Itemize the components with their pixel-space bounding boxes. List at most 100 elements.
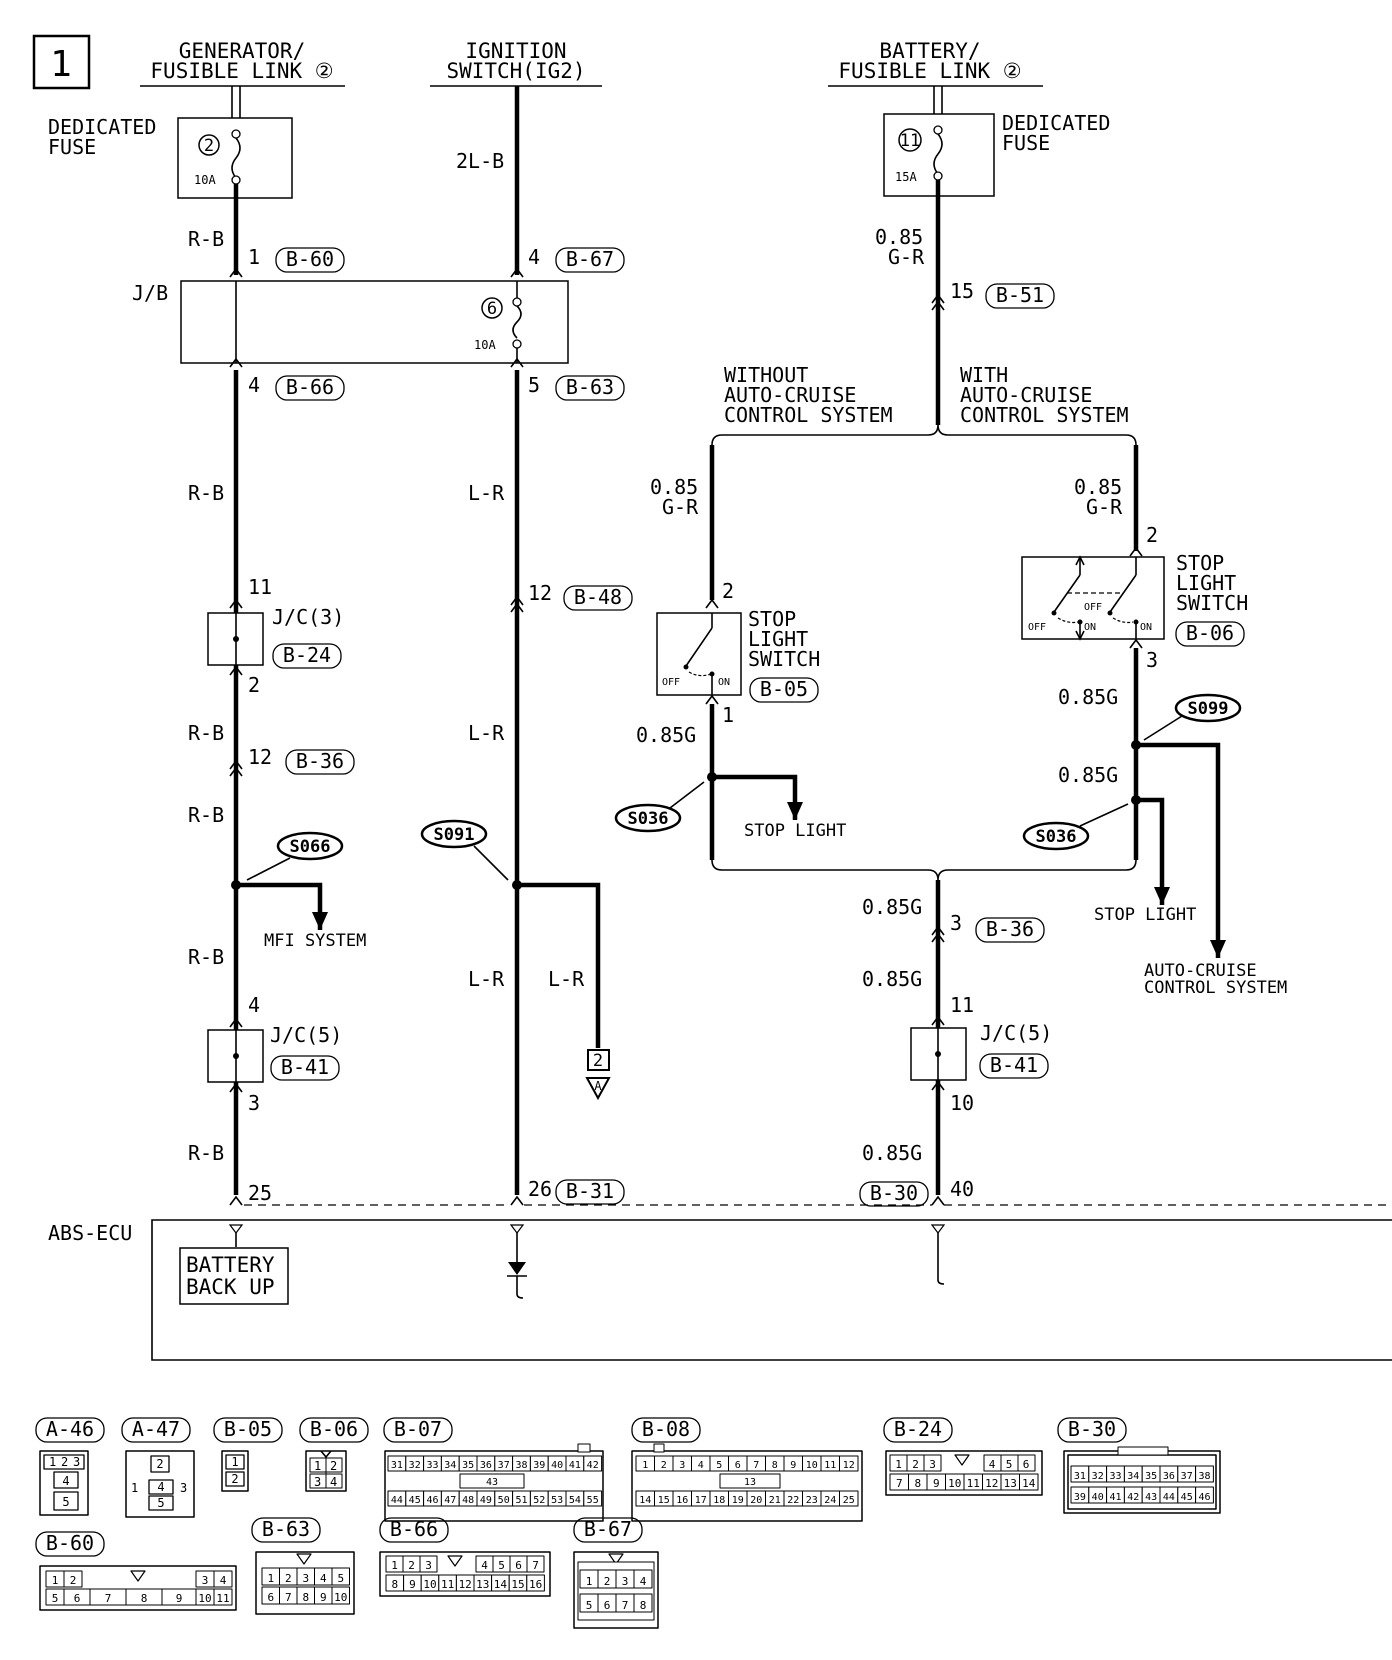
b24-pin-10: 10 [948, 1477, 961, 1490]
b63-pin-4: 4 [320, 1572, 327, 1585]
output-stop-light-1: STOP LIGHT [744, 821, 846, 841]
b07-pin-55: 55 [587, 1495, 599, 1506]
b30-pin-41: 41 [1109, 1492, 1121, 1503]
b24-pin-14: 14 [1022, 1477, 1036, 1490]
stop-light-switch-b05 [656, 612, 742, 696]
b08-pin-19: 19 [732, 1495, 744, 1506]
b63-pin-2: 2 [285, 1572, 292, 1585]
pin-40: 40 [950, 1177, 974, 1201]
pin-4-b67: 4 [528, 245, 540, 269]
b30-pin-43: 43 [1145, 1492, 1157, 1503]
face-a46-p3: 3 [73, 1455, 80, 1469]
source-generator: GENERATOR/ FUSIBLE LINK ② [140, 39, 345, 87]
face-a47-p1: 1 [131, 1481, 138, 1495]
b67-pin-6: 6 [604, 1599, 611, 1612]
face-a46-p4: 4 [62, 1474, 69, 1488]
connector-faces: A-46 1 2 3 4 5 A-47 2 1 3 4 5 B-05 1 2 B… [35, 1417, 1221, 1629]
left-circuit: DEDICATED FUSE 2 10A R-B 1 B-60 J/B 4 B-… [48, 86, 569, 1206]
b24-pin-6: 6 [1023, 1458, 1030, 1471]
pin-12-b48: 12 [528, 581, 552, 605]
b07-pin-52: 52 [533, 1495, 545, 1506]
wire-085g-r2: 0.85G [862, 967, 922, 991]
splice-s036-without: S036 [628, 809, 669, 829]
wire-gr-without: G-R [662, 495, 699, 519]
face-b08-tag: B-08 [642, 1417, 690, 1441]
b08-pin-8: 8 [772, 1460, 778, 1471]
connector-b66-tag: B-66 [286, 375, 334, 399]
pin-5-b63: 5 [528, 373, 540, 397]
pin-4-jc5: 4 [248, 993, 260, 1017]
pin-2-jc3: 2 [248, 673, 260, 697]
b66-pin-15: 15 [511, 1578, 524, 1591]
without-line1: WITHOUT [724, 363, 808, 387]
connector-b31-tag: B-31 [566, 1179, 614, 1203]
b07-pin-47: 47 [444, 1495, 456, 1506]
b24-pin-8: 8 [914, 1477, 921, 1490]
abs-ecu: ABS-ECU BATTERY BACK UP [48, 1204, 1392, 1361]
splice-s091: S091 [434, 825, 475, 845]
wire-085g-with-2: 0.85G [1058, 763, 1118, 787]
pin-2-b06: 2 [1146, 523, 1158, 547]
b07-pin-51: 51 [515, 1495, 527, 1506]
b24-pin-13: 13 [1004, 1477, 1017, 1490]
fuse-left-number: 2 [204, 136, 214, 156]
switch-b06-line1: STOP [1176, 551, 1224, 575]
face-b66-tag: B-66 [390, 1517, 438, 1541]
source-generator-line1: GENERATOR/ [179, 39, 305, 63]
jc3-label: J/C(3) [272, 605, 344, 629]
b07-pin-46: 46 [426, 1495, 438, 1506]
b24-pin-12: 12 [985, 1477, 998, 1490]
b07-pin-41: 41 [569, 1460, 581, 1471]
connector-b41-tag-right: B-41 [990, 1053, 1038, 1077]
b07-pin-32: 32 [409, 1460, 421, 1471]
b30-pin-35: 35 [1145, 1471, 1157, 1482]
source-ignition: IGNITION SWITCH(IG2) [430, 39, 602, 87]
source-battery: BATTERY/ FUSIBLE LINK ② [828, 39, 1043, 87]
b08-pin-6: 6 [735, 1460, 741, 1471]
b07-pin-37: 37 [498, 1460, 510, 1471]
face-a46-p1: 1 [49, 1455, 56, 1469]
battery-backup-line1: BATTERY [186, 1253, 275, 1277]
wire-2lb: 2L-B [456, 149, 504, 173]
junction-block [180, 280, 569, 364]
fuse-right-rating: 15A [895, 170, 917, 184]
fuse-right-number: 11 [900, 131, 920, 151]
wire-085g-with-1: 0.85G [1058, 685, 1118, 709]
b66-pin-2: 2 [408, 1559, 415, 1572]
b07-pin-54: 54 [569, 1495, 581, 1506]
source-battery-line2: FUSIBLE LINK ② [838, 59, 1021, 83]
fuse-jb-rating: 10A [474, 338, 496, 352]
b07-pin-44: 44 [391, 1495, 403, 1506]
battery-backup-box [179, 1247, 289, 1305]
face-b06-p1: 1 [314, 1459, 321, 1473]
b66-pin-7: 7 [532, 1559, 539, 1572]
pin-3-b06: 3 [1146, 648, 1158, 672]
b60-pin-10: 10 [198, 1592, 211, 1605]
face-b06-p3: 3 [314, 1475, 321, 1489]
connector-b05-tag: B-05 [760, 677, 808, 701]
b24-pin-1: 1 [895, 1458, 902, 1471]
b66-pin-6: 6 [515, 1559, 522, 1572]
b08-pin-2: 2 [661, 1460, 667, 1471]
b60-pin-11: 11 [216, 1592, 229, 1605]
face-b30-tag: B-30 [1068, 1417, 1116, 1441]
b08-pin-17: 17 [695, 1495, 707, 1506]
dedicated-fuse-right-label1: DEDICATED [1002, 111, 1110, 135]
b08-pin-7: 7 [753, 1460, 759, 1471]
fuse-jb-number: 6 [487, 299, 497, 319]
switch-b06-off: OFF [1028, 622, 1046, 633]
b63-pin-9: 9 [320, 1591, 327, 1604]
connector-b63-tag: B-63 [566, 375, 614, 399]
b08-pin-1: 1 [642, 1460, 648, 1471]
pin-2-b05: 2 [722, 579, 734, 603]
b30-pin-33: 33 [1109, 1471, 1121, 1482]
b08-pin-13: 13 [744, 1477, 756, 1488]
b60-pin-8: 8 [141, 1592, 148, 1605]
wire-085g-without: 0.85G [636, 723, 696, 747]
wire-lr-4: L-R [548, 967, 585, 991]
with-line3: CONTROL SYSTEM [960, 403, 1129, 427]
b07-pin-39: 39 [533, 1460, 545, 1471]
